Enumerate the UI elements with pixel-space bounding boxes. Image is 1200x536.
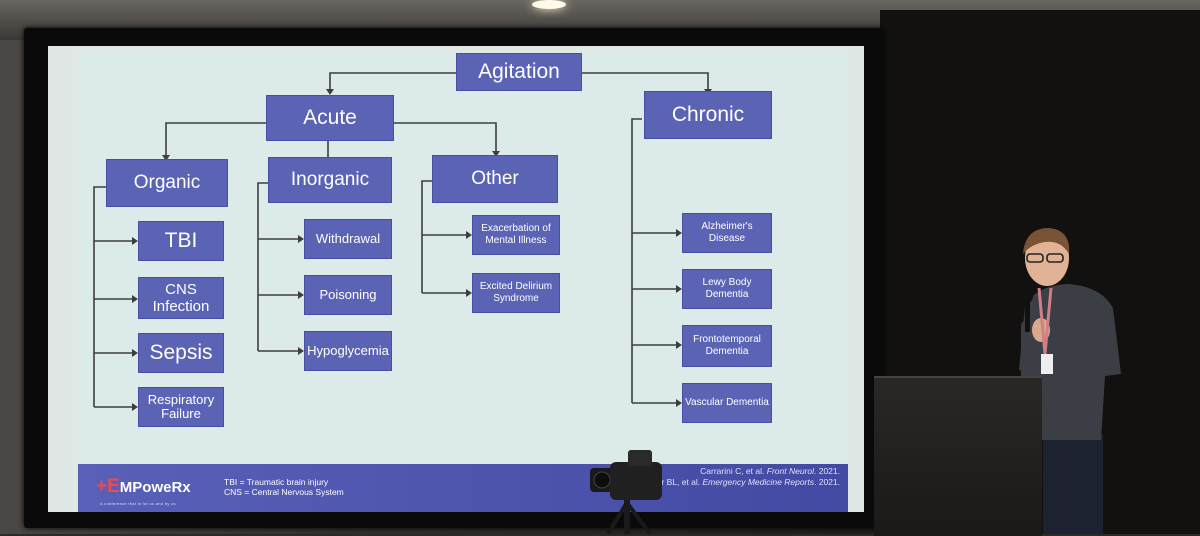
- node-inorganic: Inorganic: [268, 157, 392, 203]
- node-other: Other: [432, 155, 558, 203]
- logo-text: MPoweRx: [119, 479, 191, 496]
- leaf-poisoning: Poisoning: [304, 275, 392, 315]
- speaker-person: [1019, 228, 1121, 534]
- leaf-withdrawal: Withdrawal: [304, 219, 392, 259]
- ceiling-light: [532, 0, 566, 9]
- node-organic: Organic: [106, 159, 228, 207]
- node-acute: Acute: [266, 95, 394, 141]
- citation-1-journal: Front Neurol: [766, 466, 814, 476]
- tree-connectors: [93, 72, 712, 411]
- slide-content: Agitation Acute Chronic Organic Inorgani…: [78, 51, 848, 461]
- leaf-vascular: Vascular Dementia: [682, 383, 772, 423]
- leaf-frontotemporal: Frontotemporal Dementia: [682, 325, 772, 367]
- slide: Agitation Acute Chronic Organic Inorgani…: [48, 46, 864, 512]
- logo-mark: +E: [96, 476, 120, 497]
- logo-tagline: A conference that is for us and by us: [100, 501, 176, 506]
- abbr-tbi: TBI = Traumatic brain injury: [224, 477, 329, 487]
- leaf-exacerbation: Exacerbation of Mental Illness: [472, 215, 560, 255]
- leaf-alzheimers: Alzheimer's Disease: [682, 213, 772, 253]
- video-camera: [590, 450, 662, 534]
- leaf-tbi: TBI: [138, 221, 224, 261]
- citation-2-year: . 2021.: [814, 477, 840, 487]
- abbr-cns: CNS = Central Nervous System: [224, 487, 344, 497]
- node-chronic: Chronic: [644, 91, 772, 139]
- citations: Carrarini C, et al. Front Neurol. 2021. …: [632, 466, 840, 488]
- leaf-hypoglycemia: Hypoglycemia: [304, 331, 392, 371]
- citation-1: Carrarini C, et al. Front Neurol. 2021.: [632, 466, 840, 477]
- leaf-cns-infection: CNS Infection: [138, 277, 224, 319]
- abbreviations: TBI = Traumatic brain injury CNS = Centr…: [224, 477, 344, 497]
- empowerx-logo: +EMPoweRx: [96, 476, 191, 498]
- podium: [874, 376, 1042, 536]
- leaf-excited-delirium: Excited Delirium Syndrome: [472, 273, 560, 313]
- node-agitation: Agitation: [456, 53, 582, 91]
- citation-1-authors: Carrarini C, et al.: [700, 466, 765, 476]
- citation-2-journal: Emergency Medicine Reports: [702, 477, 815, 487]
- citation-2: Springer BL, et al. Emergency Medicine R…: [632, 477, 840, 488]
- slide-footer: +EMPoweRx A conference that is for us an…: [78, 464, 848, 512]
- leaf-sepsis: Sepsis: [138, 333, 224, 373]
- leaf-respiratory-failure: Respiratory Failure: [138, 387, 224, 427]
- leaf-lewy-body: Lewy Body Dementia: [682, 269, 772, 309]
- citation-2-authors: Springer BL, et al.: [632, 477, 701, 487]
- citation-1-year: . 2021.: [814, 466, 840, 476]
